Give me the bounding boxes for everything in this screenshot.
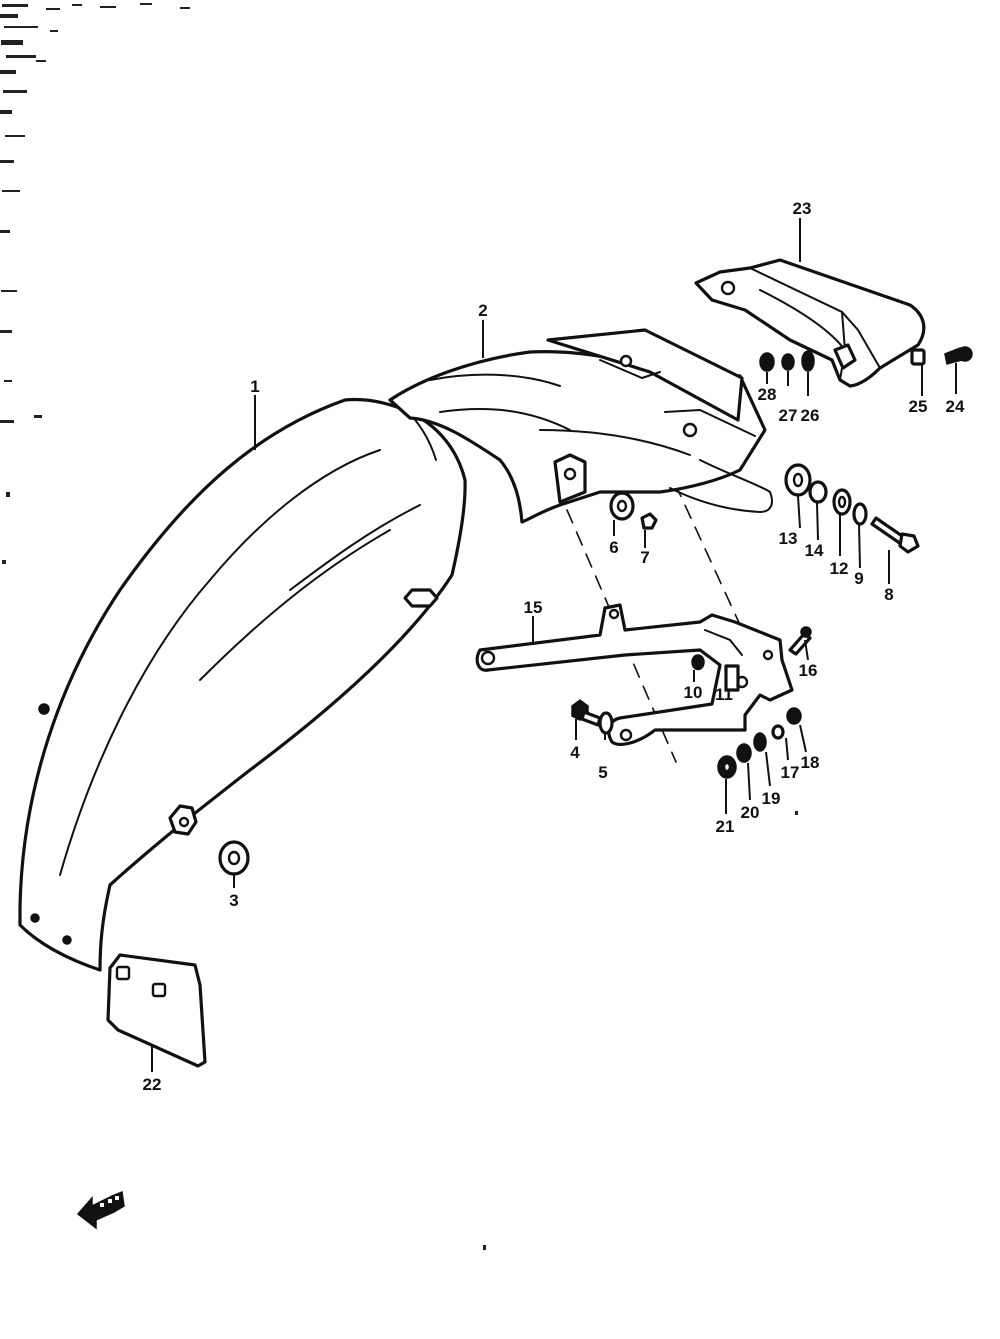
label-part-20: 20 bbox=[741, 803, 760, 822]
nut-18 bbox=[786, 707, 802, 725]
fender-bolt-hole bbox=[62, 935, 72, 945]
label-part-18: 18 bbox=[801, 753, 820, 772]
label-part-26: 26 bbox=[801, 406, 820, 425]
label-part-2: 2 bbox=[478, 301, 487, 320]
nut-25 bbox=[910, 348, 926, 366]
label-part-9: 9 bbox=[854, 569, 863, 588]
washer-27 bbox=[781, 353, 795, 371]
hardware-group bbox=[218, 346, 973, 876]
label-part-15: 15 bbox=[524, 598, 543, 617]
washer-20 bbox=[736, 743, 752, 763]
fender-bolt-hole bbox=[30, 913, 40, 923]
label-part-19: 19 bbox=[762, 789, 781, 808]
label-part-28: 28 bbox=[758, 385, 777, 404]
washer-9 bbox=[852, 502, 868, 526]
label-part-6: 6 bbox=[609, 538, 618, 557]
rear-fender bbox=[18, 397, 467, 972]
washer-5 bbox=[598, 711, 614, 735]
front-direction-arrow-icon bbox=[76, 1190, 125, 1230]
nut-7 bbox=[640, 512, 658, 530]
label-part-1: 1 bbox=[250, 377, 259, 396]
number-plate-reinforcement bbox=[106, 953, 207, 1068]
label-part-7: 7 bbox=[640, 548, 649, 567]
label-part-13: 13 bbox=[779, 529, 798, 548]
label-part-4: 4 bbox=[570, 743, 580, 762]
cushion-14 bbox=[808, 480, 828, 504]
label-part-10: 10 bbox=[684, 683, 703, 702]
label-part-22: 22 bbox=[143, 1075, 162, 1094]
nut-28 bbox=[759, 352, 775, 372]
label-part-23: 23 bbox=[793, 199, 812, 218]
nut-10 bbox=[691, 654, 705, 670]
part-labels: 1 2 3 4 5 6 7 8 9 10 11 12 13 14 15 16 1… bbox=[143, 199, 965, 1094]
leader-lines bbox=[151, 218, 957, 1072]
tail-bracket bbox=[694, 258, 926, 388]
label-part-8: 8 bbox=[884, 585, 893, 604]
label-part-14: 14 bbox=[805, 541, 824, 560]
label-part-12: 12 bbox=[830, 559, 849, 578]
scan-noise bbox=[0, 3, 798, 1250]
label-part-27: 27 bbox=[779, 406, 798, 425]
inner-rear-fender bbox=[388, 328, 773, 524]
spacer-11 bbox=[724, 664, 740, 692]
washer-17 bbox=[771, 724, 785, 740]
label-part-5: 5 bbox=[598, 763, 607, 782]
label-part-11: 11 bbox=[715, 685, 733, 704]
fender-tab bbox=[403, 588, 439, 608]
bolt-16 bbox=[788, 632, 812, 656]
fender-bolt-hole bbox=[38, 703, 50, 715]
label-part-21: 21 bbox=[716, 817, 735, 836]
washer-19 bbox=[753, 732, 767, 752]
label-part-24: 24 bbox=[946, 397, 965, 416]
label-part-16: 16 bbox=[799, 661, 818, 680]
label-part-25: 25 bbox=[909, 397, 928, 416]
fender-stay-bracket bbox=[475, 603, 794, 746]
washer-26 bbox=[801, 350, 815, 372]
label-part-17: 17 bbox=[781, 763, 800, 782]
label-part-3: 3 bbox=[229, 891, 238, 910]
